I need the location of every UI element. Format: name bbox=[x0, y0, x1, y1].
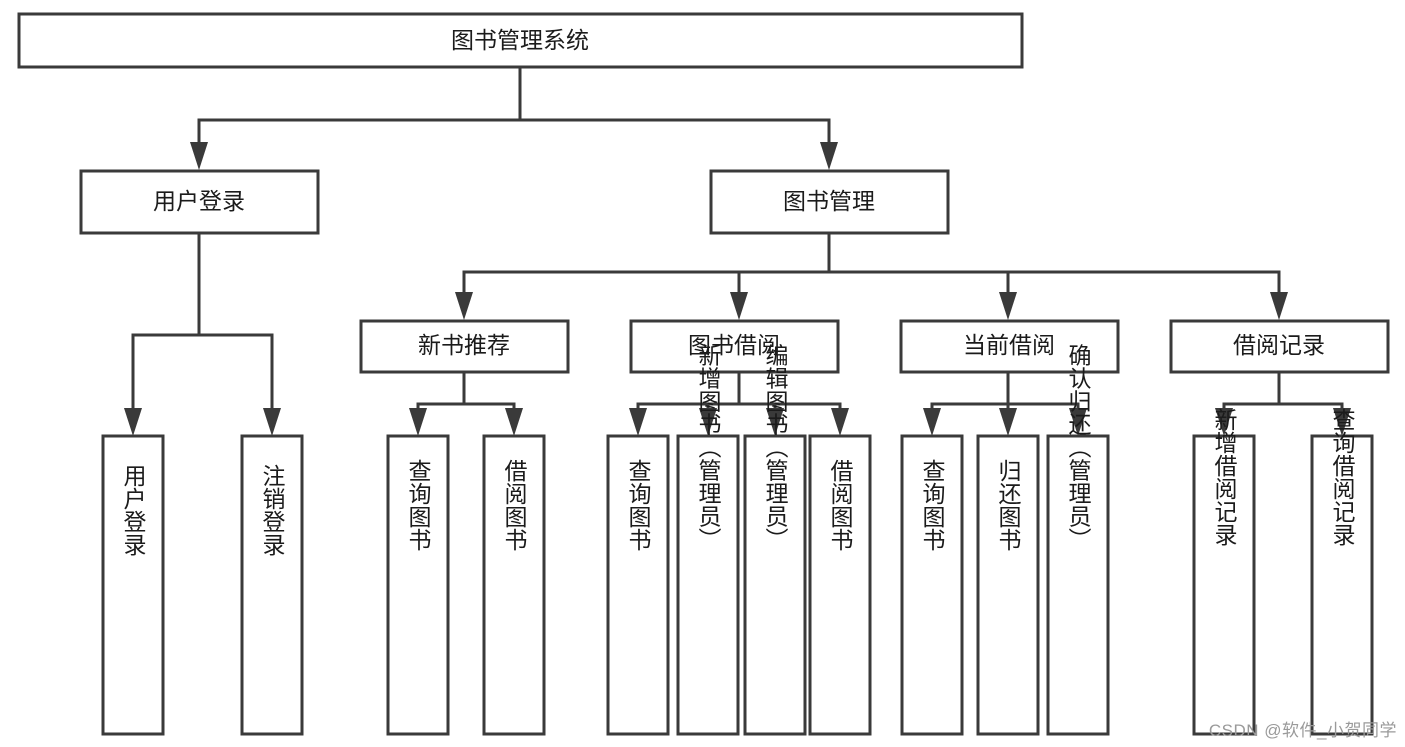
leaf-query-book-2[interactable]: 查询图书 bbox=[606, 434, 670, 736]
node-borrow-record-box[interactable] bbox=[1169, 319, 1390, 374]
leaf-query-book-3[interactable]: 查询图书 bbox=[900, 434, 964, 736]
leaf-return-book[interactable]: 归还图书 bbox=[976, 434, 1040, 736]
node-borrow-record-label: 借阅记录 bbox=[1233, 332, 1325, 358]
node-book-manage-box[interactable] bbox=[709, 169, 950, 235]
leaf-add-book-box[interactable] bbox=[676, 434, 740, 736]
leaf-borrow-book-1[interactable]: 借阅图书 bbox=[482, 434, 546, 736]
leaf-logout-box[interactable] bbox=[240, 434, 304, 736]
arrow-to-leaf-logout bbox=[263, 408, 281, 436]
arrow-to-leaf-add-book bbox=[699, 408, 717, 436]
leaf-borrow-book-2[interactable]: 借阅图书 bbox=[808, 434, 872, 736]
node-new-book-rec[interactable]: 新书推荐 bbox=[359, 319, 570, 374]
leaf-borrow-book-1-label: 借阅图书 bbox=[501, 459, 528, 551]
arrow-to-leaf-query-book-2 bbox=[629, 408, 647, 436]
leaf-query-record-label: 查询借阅记录 bbox=[1329, 408, 1356, 546]
connector-group-root bbox=[190, 65, 838, 170]
arrow-to-new-book-rec bbox=[455, 292, 473, 320]
leaf-edit-book[interactable]: 编辑图书（管理员） bbox=[743, 344, 807, 736]
leaf-add-record-box[interactable] bbox=[1192, 434, 1256, 736]
node-new-book-rec-label: 新书推荐 bbox=[418, 332, 510, 358]
leaf-query-book-3-label: 查询图书 bbox=[919, 459, 946, 551]
arrow-root-to-user-login bbox=[190, 142, 208, 170]
arrow-to-leaf-edit-book bbox=[766, 408, 784, 436]
leaf-logout[interactable]: 注销登录 bbox=[240, 434, 304, 736]
node-root-label: 图书管理系统 bbox=[451, 27, 589, 53]
arrow-to-leaf-query-book-1 bbox=[409, 408, 427, 436]
connector-group-new-book-rec bbox=[409, 370, 523, 436]
leaf-confirm-return-label: 确认归还（管理员） bbox=[1065, 344, 1092, 551]
leaf-user-login[interactable]: 用户登录 bbox=[101, 434, 165, 736]
arrow-to-leaf-borrow-book-2 bbox=[831, 408, 849, 436]
leaf-query-book-3-box[interactable] bbox=[900, 434, 964, 736]
leaf-query-book-1[interactable]: 查询图书 bbox=[386, 434, 450, 736]
node-user-login[interactable]: 用户登录 bbox=[79, 169, 320, 235]
leaf-query-book-2-label: 查询图书 bbox=[625, 459, 652, 551]
leaf-return-book-box[interactable] bbox=[976, 434, 1040, 736]
connector-group-borrow-record bbox=[1215, 370, 1351, 436]
leaf-query-book-2-box[interactable] bbox=[606, 434, 670, 736]
leaf-query-book-1-label: 查询图书 bbox=[405, 459, 432, 551]
node-book-borrow-box[interactable] bbox=[629, 319, 840, 374]
arrow-to-book-borrow bbox=[730, 292, 748, 320]
node-user-login-label: 用户登录 bbox=[153, 188, 245, 214]
node-root-box[interactable] bbox=[17, 12, 1024, 69]
arrow-to-leaf-query-book-3 bbox=[923, 408, 941, 436]
leaf-add-book-label: 新增图书（管理员） bbox=[695, 344, 722, 551]
node-new-book-rec-box[interactable] bbox=[359, 319, 570, 374]
connector-group-user-login bbox=[124, 231, 281, 436]
arrow-to-leaf-return-book bbox=[999, 408, 1017, 436]
leaf-edit-book-label: 编辑图书（管理员） bbox=[762, 344, 789, 551]
leaf-query-record-box[interactable] bbox=[1310, 434, 1374, 736]
leaf-confirm-return[interactable]: 确认归还（管理员） bbox=[1046, 344, 1110, 736]
connector-group-current-borrow bbox=[923, 370, 1087, 436]
connector-group-book-borrow bbox=[629, 370, 849, 436]
node-current-borrow-box[interactable] bbox=[899, 319, 1120, 374]
arrow-to-borrow-record bbox=[1270, 292, 1288, 320]
leaf-confirm-return-box[interactable] bbox=[1046, 434, 1110, 736]
leaf-borrow-book-2-label: 借阅图书 bbox=[827, 459, 854, 551]
arrow-to-leaf-confirm-return bbox=[1069, 408, 1087, 436]
node-current-borrow[interactable]: 当前借阅 bbox=[899, 319, 1120, 374]
arrow-to-leaf-user-login bbox=[124, 408, 142, 436]
node-current-borrow-label: 当前借阅 bbox=[963, 332, 1055, 358]
node-book-manage[interactable]: 图书管理 bbox=[709, 169, 950, 235]
leaf-add-book[interactable]: 新增图书（管理员） bbox=[676, 344, 740, 736]
node-root[interactable]: 图书管理系统 bbox=[17, 12, 1024, 69]
arrow-to-current-borrow bbox=[999, 292, 1017, 320]
leaf-query-book-1-box[interactable] bbox=[386, 434, 450, 736]
arrow-root-to-book-manage bbox=[820, 142, 838, 170]
leaf-logout-label: 注销登录 bbox=[259, 464, 286, 556]
leaf-borrow-book-1-box[interactable] bbox=[482, 434, 546, 736]
arrow-to-leaf-add-record bbox=[1215, 408, 1233, 436]
arrow-to-leaf-borrow-book-1 bbox=[505, 408, 523, 436]
arrow-to-leaf-query-record bbox=[1333, 408, 1351, 436]
leaf-query-record[interactable]: 查询借阅记录 bbox=[1310, 408, 1374, 736]
leaf-borrow-book-2-box[interactable] bbox=[808, 434, 872, 736]
node-user-login-box[interactable] bbox=[79, 169, 320, 235]
node-book-borrow-label: 图书借阅 bbox=[688, 332, 780, 358]
node-book-manage-label: 图书管理 bbox=[783, 188, 875, 214]
leaf-user-login-box[interactable] bbox=[101, 434, 165, 736]
leaf-user-login-label: 用户登录 bbox=[120, 464, 147, 556]
leaf-edit-book-box[interactable] bbox=[743, 434, 807, 736]
leaf-add-record[interactable]: 新增借阅记录 bbox=[1192, 408, 1256, 736]
leaf-add-record-label: 新增借阅记录 bbox=[1211, 408, 1238, 546]
node-book-borrow[interactable]: 图书借阅 bbox=[629, 319, 840, 374]
connector-group-book-manage bbox=[455, 231, 1288, 320]
leaf-return-book-label: 归还图书 bbox=[995, 459, 1022, 551]
node-borrow-record[interactable]: 借阅记录 bbox=[1169, 319, 1390, 374]
